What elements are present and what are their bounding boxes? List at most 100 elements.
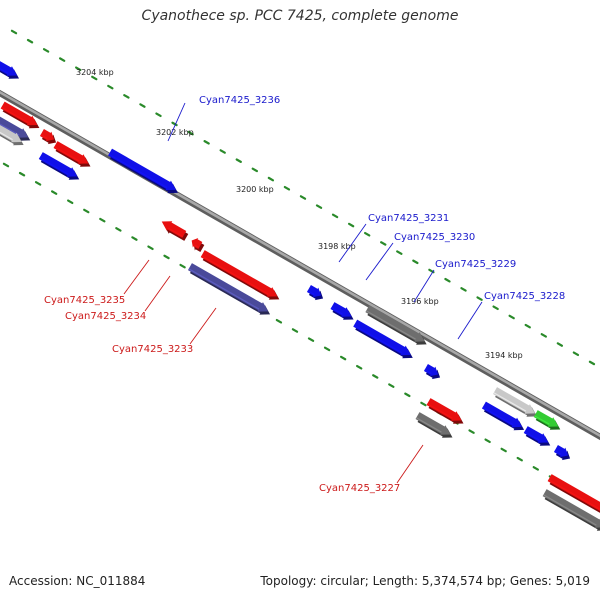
- leader-line: [144, 275, 171, 312]
- gene-arrow: [200, 250, 280, 300]
- tick-dot-upper: [444, 277, 451, 283]
- gene-arrow: [108, 148, 178, 194]
- tick-dot-upper: [364, 231, 371, 237]
- gene-arrow: [39, 129, 57, 145]
- gene-arrow: [306, 285, 324, 301]
- gene-arrow: [423, 364, 441, 380]
- tick-dot-upper: [492, 305, 499, 311]
- tick-dot-upper: [235, 158, 242, 163]
- gene-arrow: [0, 124, 24, 146]
- leader-line: [189, 307, 217, 345]
- tick-dot-upper: [171, 121, 178, 127]
- tick-dot-lower: [99, 217, 106, 223]
- gene-arrow: [481, 401, 525, 431]
- tick-dot-upper: [187, 130, 194, 136]
- tick-dot-upper: [331, 213, 339, 219]
- leader-line: [365, 242, 394, 281]
- tick-dot-lower: [147, 245, 154, 251]
- gene-label-reverse[interactable]: Cyan7425_3234: [65, 311, 146, 322]
- gene-arrow: [330, 302, 354, 320]
- gene-arrow: [365, 305, 427, 345]
- tick-label: 3202 kbp: [156, 128, 194, 137]
- tick-dot-lower: [484, 438, 491, 444]
- gene-arrow: [353, 319, 413, 359]
- tick-dot-lower: [500, 447, 507, 453]
- tick-dot-lower: [163, 254, 170, 260]
- gene-arrow: [0, 61, 20, 79]
- gene-label-reverse[interactable]: Cyan7425_3235: [44, 295, 125, 306]
- tick-dot-upper: [251, 167, 258, 173]
- tick-dot-upper: [75, 66, 82, 72]
- tick-dot-lower: [18, 171, 26, 177]
- gene-label-reverse[interactable]: Cyan7425_3227: [319, 483, 400, 494]
- tick-dot-upper: [556, 342, 564, 347]
- tick-dot-upper: [588, 360, 596, 366]
- tick-dot-lower: [388, 383, 395, 388]
- tick-dot-lower: [356, 364, 363, 370]
- tick-dot-upper: [123, 94, 130, 99]
- leader-line: [457, 301, 483, 340]
- gene-arrow: [0, 101, 40, 129]
- tick-dot-upper: [267, 176, 275, 182]
- gene-label-forward[interactable]: Cyan7425_3228: [484, 291, 565, 302]
- leader-line: [123, 259, 150, 295]
- gene-label-forward[interactable]: Cyan7425_3231: [368, 213, 449, 224]
- gene-arrow: [415, 412, 453, 438]
- tick-dot-upper: [396, 250, 403, 255]
- tick-label: 3196 kbp: [401, 297, 439, 306]
- tick-dot-upper: [139, 103, 146, 108]
- gene-label-reverse[interactable]: Cyan7425_3233: [112, 344, 193, 355]
- tick-dot-upper: [58, 57, 66, 62]
- tick-dot-upper: [476, 296, 483, 301]
- tick-dot-lower: [323, 346, 331, 352]
- tick-dots-layer: [2, 29, 600, 507]
- tick-dot-upper: [155, 112, 162, 118]
- gene-arrow: [426, 398, 464, 424]
- gene-arrow: [53, 141, 91, 167]
- tick-label: 3204 kbp: [76, 68, 114, 77]
- tick-dot-upper: [380, 241, 387, 246]
- leader-line: [338, 223, 367, 263]
- gene-arrow: [493, 387, 537, 417]
- tick-dot-upper: [219, 149, 226, 154]
- tick-dot-lower: [2, 162, 10, 168]
- genome-summary-text: Topology: circular; Length: 5,374,574 bp…: [260, 574, 590, 588]
- tick-dot-lower: [115, 227, 122, 232]
- tick-dot-lower: [516, 456, 523, 462]
- gene-label-forward[interactable]: Cyan7425_3229: [435, 259, 516, 270]
- leader-line: [167, 102, 186, 142]
- gene-arrow: [553, 445, 571, 461]
- tick-dot-lower: [179, 263, 186, 269]
- tick-dot-upper: [508, 314, 515, 320]
- tick-dot-upper: [299, 195, 307, 200]
- gene-arrow: [533, 410, 561, 430]
- gene-arrow: [161, 221, 189, 241]
- gene-label-forward[interactable]: Cyan7425_3230: [394, 232, 475, 243]
- tick-dot-lower: [372, 374, 379, 379]
- tick-dot-lower: [34, 181, 42, 186]
- tick-dot-upper: [283, 185, 291, 191]
- tick-dot-upper: [42, 48, 50, 53]
- gene-arrow: [38, 152, 80, 180]
- tick-dot-upper: [524, 323, 531, 329]
- genome-backbone: [0, 90, 600, 438]
- tick-dot-upper: [91, 75, 98, 81]
- tick-dot-upper: [347, 222, 355, 228]
- tick-dot-lower: [50, 190, 58, 195]
- tick-dot-lower: [404, 392, 411, 398]
- leader-line: [413, 269, 435, 303]
- tick-dot-upper: [540, 333, 547, 338]
- gene-label-forward[interactable]: Cyan7425_3236: [199, 95, 280, 106]
- gene-arrow: [191, 237, 205, 252]
- accession-text: Accession: NC_011884: [9, 574, 146, 588]
- gene-arrow: [542, 489, 600, 531]
- tick-dot-upper: [412, 259, 419, 265]
- tick-dot-upper: [460, 287, 467, 292]
- tick-dot-lower: [307, 337, 315, 342]
- tick-dot-lower: [67, 199, 74, 205]
- gene-arrow: [547, 474, 600, 513]
- tick-dot-upper: [315, 204, 323, 209]
- tick-dot-lower: [468, 429, 475, 434]
